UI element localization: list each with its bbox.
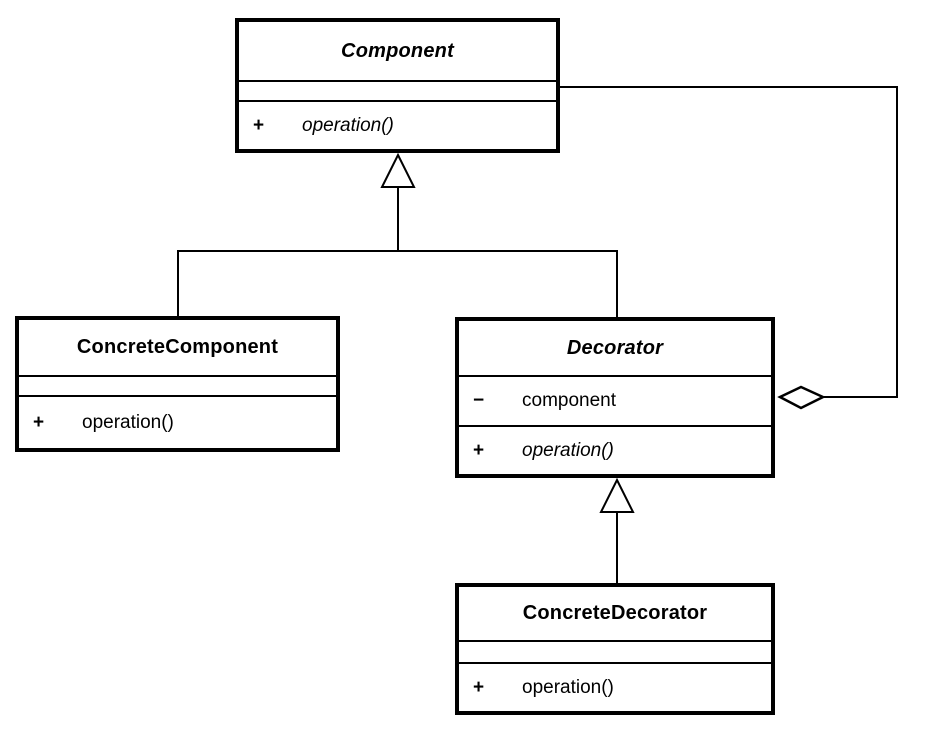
operation-row: + operation() xyxy=(459,662,771,711)
attributes-compartment-empty xyxy=(19,375,336,395)
visibility-sign: + xyxy=(253,114,265,136)
visibility-sign: − xyxy=(473,390,485,411)
aggregation-diamond-icon xyxy=(777,385,826,410)
class-box-concrete-component: ConcreteComponent + operation() xyxy=(15,316,340,452)
operation-signature: operation() xyxy=(522,676,614,698)
class-title: ConcreteDecorator xyxy=(522,602,708,624)
operation-signature: operation() xyxy=(522,439,614,461)
operation-row: + operation() xyxy=(19,395,336,448)
class-box-concrete-decorator: ConcreteDecorator + operation() xyxy=(455,583,775,715)
attribute-name: component xyxy=(522,390,617,411)
generalization-branch-line xyxy=(177,250,618,317)
class-box-decorator: Decorator − component + operation() xyxy=(455,317,775,478)
class-box-component: Component + operation() xyxy=(235,18,560,153)
operation-row: + operation() xyxy=(459,425,771,474)
inheritance-arrowhead-icon xyxy=(380,152,416,188)
attribute-row: − component xyxy=(459,375,771,425)
class-title: Component xyxy=(341,39,454,62)
operation-signature: operation() xyxy=(82,411,174,433)
class-title: Decorator xyxy=(566,336,664,359)
visibility-sign: + xyxy=(473,676,485,698)
visibility-sign: + xyxy=(473,439,485,461)
attributes-compartment-empty xyxy=(459,640,771,662)
attributes-compartment-empty xyxy=(239,80,556,100)
visibility-sign: + xyxy=(33,411,45,433)
class-title: ConcreteComponent xyxy=(76,336,279,358)
operation-row: + operation() xyxy=(239,100,556,149)
operation-signature: operation() xyxy=(302,114,394,136)
inheritance-arrowhead-icon xyxy=(599,477,635,513)
